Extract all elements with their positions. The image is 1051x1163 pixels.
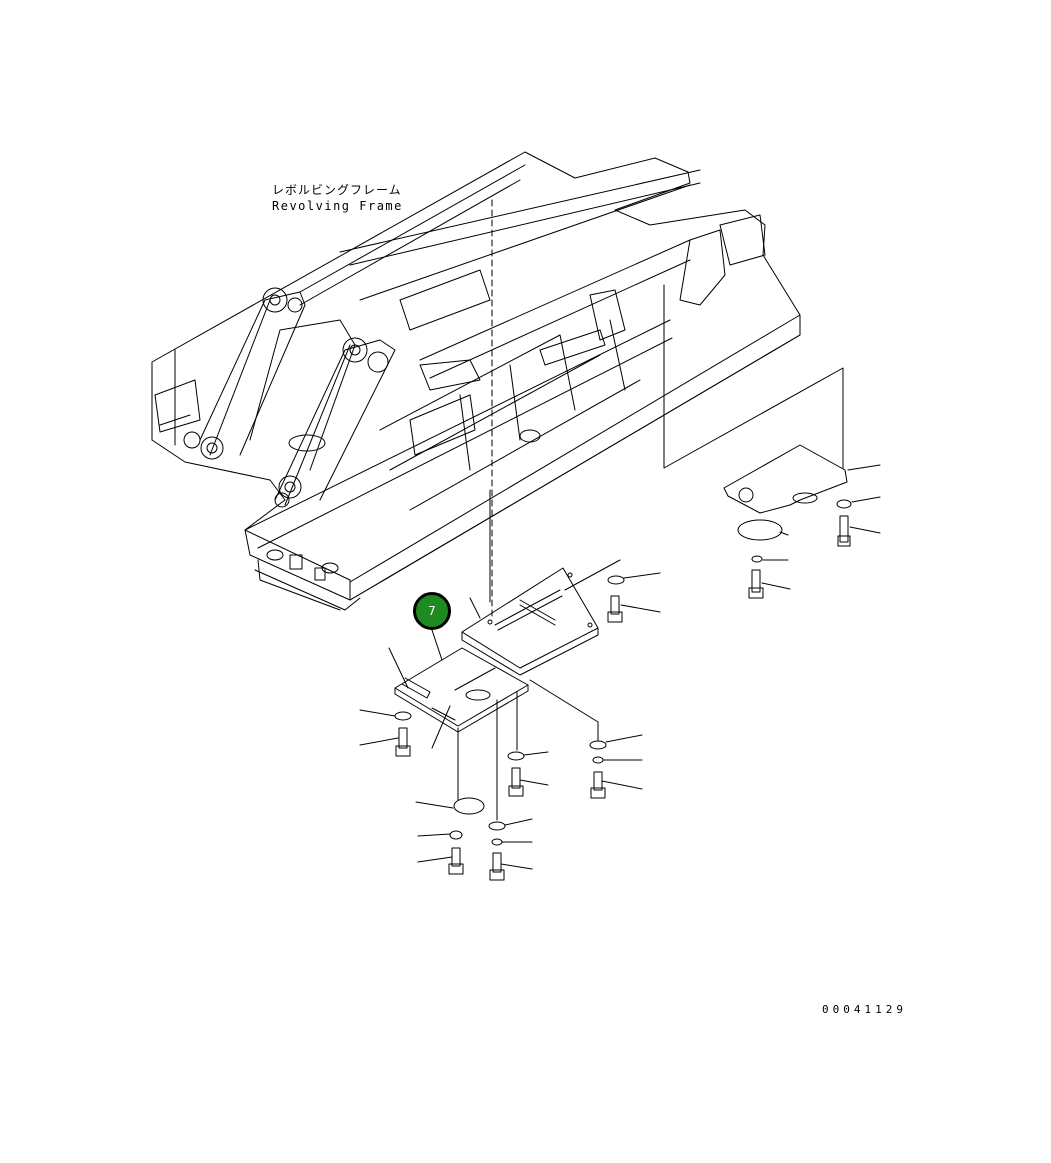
callout-number: 7 (428, 604, 436, 618)
frame-label-english: Revolving Frame (272, 199, 403, 213)
rear-cover-drawing (723, 444, 881, 599)
frame-label-japanese: レボルビングフレーム (272, 183, 402, 197)
document-number: 00041129 (822, 1003, 907, 1016)
bottom-plate-drawing (359, 629, 643, 881)
revolving-frame-drawing (151, 151, 801, 611)
callout-7-badge[interactable]: 7 (413, 592, 451, 630)
center-plate-drawing (461, 559, 661, 723)
